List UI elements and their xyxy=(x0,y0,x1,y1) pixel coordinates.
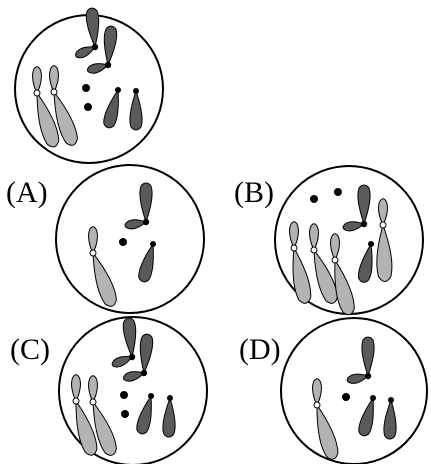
chromosome-dark-short xyxy=(136,241,160,284)
chromosome-light xyxy=(68,374,101,458)
chromosome-light xyxy=(85,226,120,310)
chromosome-light xyxy=(286,221,314,306)
cell-d-membrane xyxy=(280,317,428,464)
cell-b xyxy=(274,165,424,318)
chromosome-light xyxy=(85,375,120,459)
chromosome-light xyxy=(375,198,393,283)
option-label-c: (C) xyxy=(10,333,50,366)
cell-a xyxy=(55,164,205,314)
centrosome-dot xyxy=(82,84,90,92)
chromosome-dark-long xyxy=(73,7,102,61)
option-label-b: (B) xyxy=(234,176,274,209)
chromosome-light xyxy=(29,66,63,150)
chromosome-dark-short xyxy=(134,393,158,436)
chromosome-light xyxy=(306,223,341,307)
centrosome-dot xyxy=(310,195,318,203)
centrosome-dot xyxy=(120,391,128,399)
chromosome-dark-long xyxy=(85,25,118,76)
centrosome-dot xyxy=(342,393,350,401)
cell-d xyxy=(280,317,428,464)
chromosome-dark-short xyxy=(101,87,125,130)
chromosome-dark-long xyxy=(123,182,153,231)
centrosome-dot xyxy=(84,103,92,111)
cell-c xyxy=(58,316,208,464)
centrosome-dot xyxy=(121,410,129,418)
chromosome-light xyxy=(46,65,81,149)
chromosome-dark-long xyxy=(121,333,154,384)
chromosome-light xyxy=(309,378,342,462)
chromosome-dark-short xyxy=(162,395,177,438)
chromosome-dark-short xyxy=(129,88,143,131)
chromosome-dark-short xyxy=(356,395,380,438)
option-label-d: (D) xyxy=(239,333,281,366)
cell-a-membrane xyxy=(55,164,205,314)
chromosome-dark-long xyxy=(345,336,375,386)
centrosome-dot xyxy=(119,238,127,246)
chromosome-dark-long xyxy=(341,184,371,233)
chromosome-light xyxy=(327,233,358,318)
centrosome-dot xyxy=(334,188,342,196)
chromosome-dark-short xyxy=(356,241,378,284)
chromosome-dark-short xyxy=(383,397,398,440)
cell-top xyxy=(14,7,164,164)
chromosome-dark-long xyxy=(110,317,139,370)
option-label-a: (A) xyxy=(6,176,48,209)
